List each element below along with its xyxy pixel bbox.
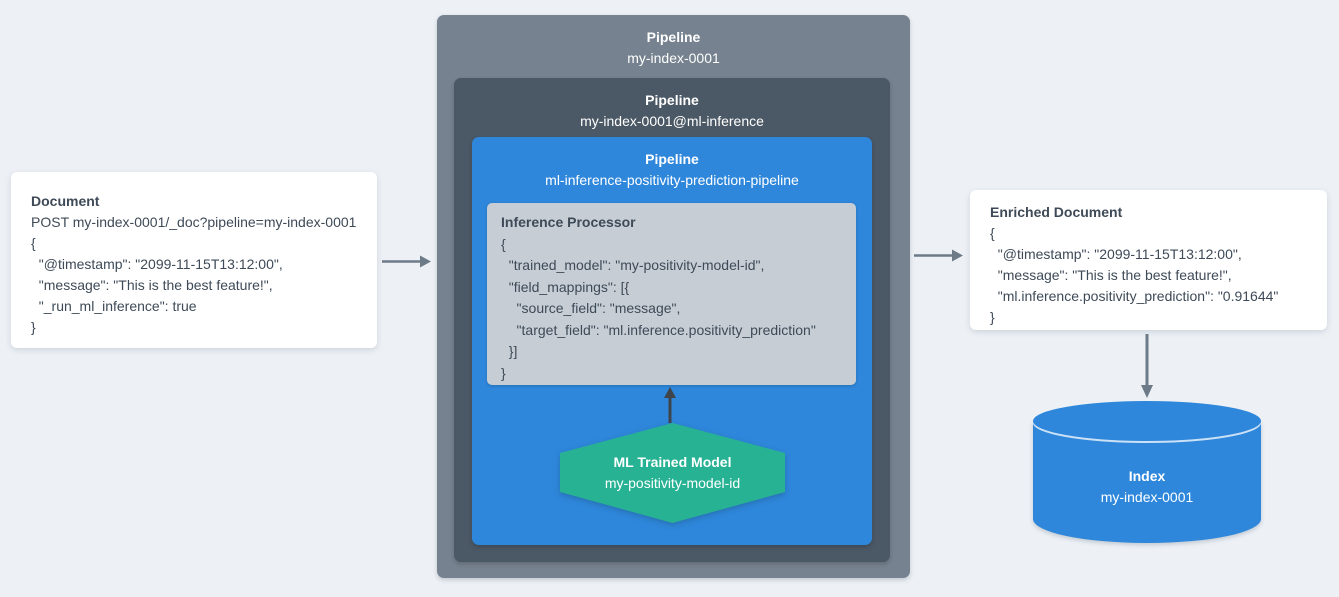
index-cylinder-body [1033, 421, 1261, 543]
index-name: my-index-0001 [1100, 489, 1194, 505]
inference-processor-title: Inference Processor [501, 214, 636, 230]
outer-pipeline-label: Pipeline [646, 29, 701, 45]
document-card: Document POST my-index-0001/_doc?pipelin… [11, 172, 377, 348]
ml-inference-pipeline-header: Pipeline my-index-0001@ml-inference [454, 78, 890, 132]
inference-processor-box: Inference Processor { "trained_model": "… [487, 203, 856, 385]
outer-pipeline-name: my-index-0001 [627, 50, 720, 66]
enriched-document-code: { "@timestamp": "2099-11-15T13:12:00", "… [990, 225, 1279, 325]
index-cylinder: Index my-index-0001 [1033, 401, 1261, 543]
enriched-document-card: Enriched Document { "@timestamp": "2099-… [970, 190, 1327, 330]
ml-trained-model-name: my-positivity-model-id [604, 475, 741, 491]
index-label: Index my-index-0001 [1033, 466, 1261, 508]
arrow-pipeline-to-enriched [914, 249, 963, 262]
inference-processor-code: { "trained_model": "my-positivity-model-… [501, 235, 816, 381]
arrow-enriched-to-index [1141, 334, 1153, 398]
prediction-pipeline-header: Pipeline ml-inference-positivity-predict… [472, 137, 872, 191]
prediction-pipeline-label: Pipeline [645, 151, 699, 167]
ml-inference-pipeline-name: my-index-0001@ml-inference [580, 113, 764, 129]
ml-trained-model-title: ML Trained Model [613, 454, 732, 470]
document-card-code: POST my-index-0001/_doc?pipeline=my-inde… [31, 214, 357, 335]
arrow-document-to-pipeline [382, 255, 431, 268]
document-card-title: Document [31, 193, 100, 209]
index-title: Index [1128, 468, 1166, 484]
arrow-model-to-processor [664, 387, 676, 423]
enriched-document-title: Enriched Document [990, 204, 1123, 220]
ml-inference-pipeline-label: Pipeline [645, 92, 699, 108]
prediction-pipeline-name: ml-inference-positivity-prediction-pipel… [545, 172, 799, 188]
outer-pipeline-header: Pipeline my-index-0001 [437, 15, 910, 69]
index-cylinder-lid [1033, 401, 1261, 441]
ml-trained-model-shape: ML Trained Model my-positivity-model-id [560, 423, 785, 523]
ml-trained-model-hexagon: ML Trained Model my-positivity-model-id [560, 423, 785, 523]
